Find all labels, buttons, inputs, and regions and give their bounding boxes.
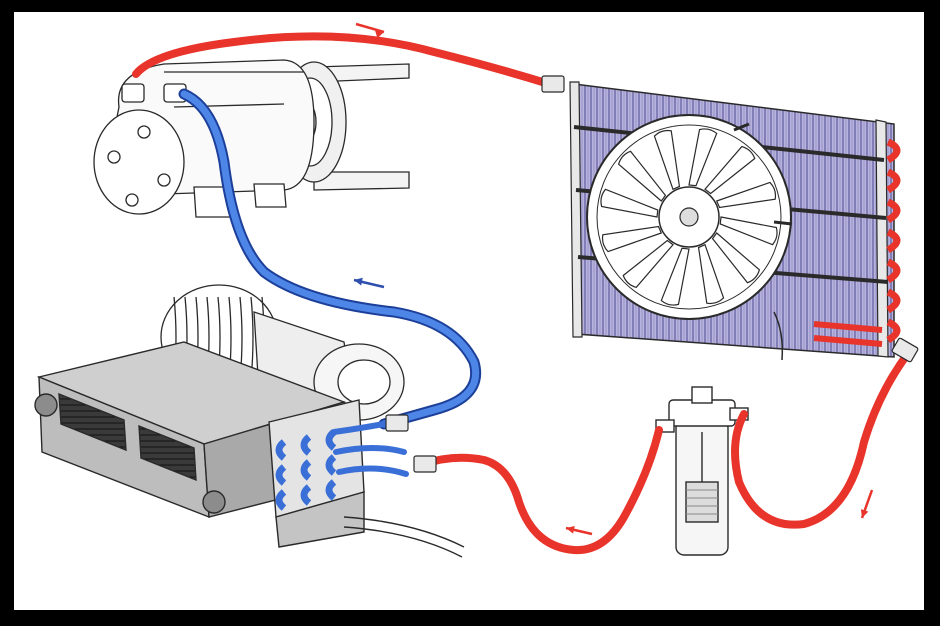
coil-bend	[275, 439, 287, 461]
high-pressure-hoses	[132, 32, 913, 555]
fan-blade	[617, 150, 667, 202]
hose-fittings	[385, 75, 919, 473]
ac-system-diagram	[34, 22, 919, 558]
coil-bend	[300, 459, 312, 481]
arrow-right-icon	[565, 525, 593, 536]
coil-bend	[300, 484, 312, 506]
fan-blade	[711, 232, 761, 284]
fan-blade	[622, 239, 674, 289]
arrow-left-icon	[353, 277, 385, 289]
low-pressure-hose	[178, 88, 481, 430]
arrow-right-icon	[355, 22, 385, 39]
coil-bend	[300, 434, 312, 456]
fan-blade	[660, 247, 690, 306]
coil-bend	[325, 454, 337, 476]
coil-bend	[325, 479, 337, 501]
fan-blade	[601, 225, 663, 253]
evaporator	[34, 341, 465, 558]
condenser-return-bends	[886, 138, 901, 344]
fan-blade	[688, 128, 718, 187]
arrow-right-icon	[860, 489, 874, 519]
diagram-canvas	[14, 12, 924, 610]
fan-blade	[715, 181, 777, 209]
condenser-fan	[586, 114, 793, 361]
coil-bend	[275, 464, 287, 486]
compressor	[93, 59, 410, 218]
fan-blade	[719, 216, 778, 246]
fan-blade	[704, 145, 756, 195]
fan-blade	[653, 129, 681, 191]
coil-bend	[275, 489, 287, 511]
fan-blade	[697, 243, 725, 305]
fan-blade	[600, 188, 659, 218]
